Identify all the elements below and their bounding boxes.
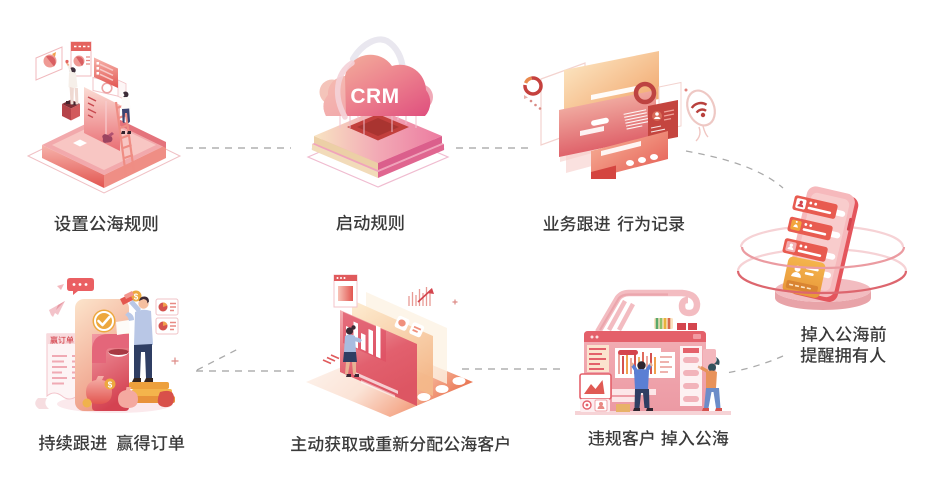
svg-text:$: $	[108, 381, 113, 390]
svg-text:CRM: CRM	[350, 85, 399, 108]
svg-text:$: $	[134, 293, 139, 302]
